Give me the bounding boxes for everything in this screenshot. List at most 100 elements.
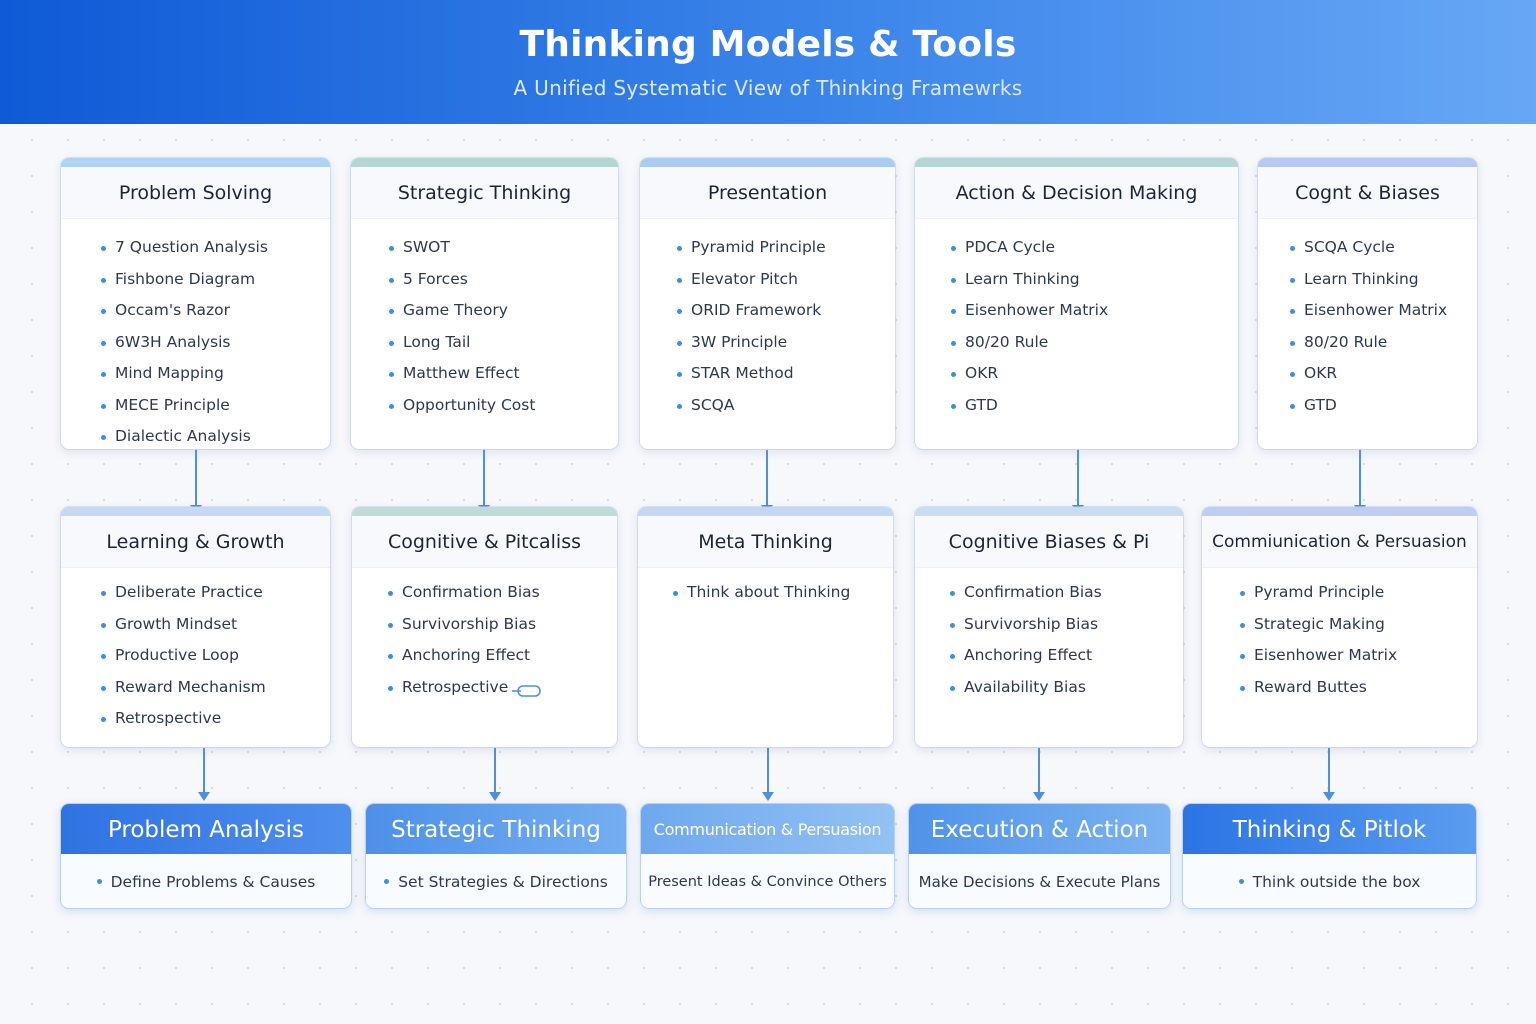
card-cognitive-pitfalls: Cognitive & Pitcaliss Confirmation Bias … [352, 507, 617, 747]
list-item-label: Retrospective [402, 677, 509, 696]
outcome-title: Communication & Persuasion [641, 804, 894, 854]
card-cognition-biases: Cognt & Biases SCQA Cycle Learn Thinking… [1258, 158, 1477, 449]
card-accent-bar [640, 158, 895, 167]
card-title: Commiunication & Persuasion [1202, 516, 1477, 568]
card-title: Cognt & Biases [1258, 167, 1477, 219]
list-item: Anchoring Effect [388, 640, 542, 672]
list-item: OKR [951, 358, 1108, 390]
list-item: GTD [951, 390, 1108, 422]
card-accent-bar [61, 507, 330, 516]
connector-arrow [489, 748, 501, 801]
list-item: Deliberate Practice [101, 577, 266, 609]
card-title: Strategic Thinking [351, 167, 618, 219]
list-item: 6W3H Analysis [101, 327, 268, 359]
outcome-description: Make Decisions & Execute Plans [909, 854, 1170, 908]
list-item: 7 Question Analysis [101, 232, 268, 264]
list-item: Pyramd Principle [1240, 577, 1397, 609]
list-item: Learn Thinking [1290, 264, 1447, 296]
outcome-title: Thinking & Pitlok [1183, 804, 1476, 854]
outcome-problem-analysis: Problem Analysis Define Problems & Cause… [60, 803, 352, 909]
connector-arrow [478, 450, 490, 514]
list-item: Eisenhower Matrix [951, 295, 1108, 327]
list-item: STAR Method [677, 358, 826, 390]
card-title: Presentation [640, 167, 895, 219]
item-list: SWOT 5 Forces Game Theory Long Tail Matt… [389, 232, 535, 421]
card-title: Action & Decision Making [915, 167, 1238, 219]
list-item: Game Theory [389, 295, 535, 327]
list-item: MECE Principle [101, 390, 268, 422]
list-item: SWOT [389, 232, 535, 264]
list-item: Confirmation Bias [950, 577, 1102, 609]
list-item: 5 Forces [389, 264, 535, 296]
list-item: Eisenhower Matrix [1290, 295, 1447, 327]
connector-arrow [190, 450, 202, 514]
connector-arrow [1323, 748, 1335, 801]
card-title: Learning & Growth [61, 516, 330, 568]
list-item: OKR [1290, 358, 1447, 390]
connector-arrow [761, 450, 773, 514]
item-list: SCQA Cycle Learn Thinking Eisenhower Mat… [1290, 232, 1447, 421]
card-cognitive-biases: Cognitive Biases & Pi Confirmation Bias … [915, 507, 1183, 747]
list-item: Survivorship Bias [950, 609, 1102, 641]
card-accent-bar [638, 507, 893, 516]
card-accent-bar [352, 507, 617, 516]
item-list: Pyramd Principle Strategic Making Eisenh… [1240, 577, 1397, 703]
outcome-description: Define Problems & Causes [61, 854, 351, 908]
outcome-communication-persuasion: Communication & Persuasion Present Ideas… [640, 803, 895, 909]
list-item: Anchoring Effect [950, 640, 1102, 672]
card-title: Cognitive Biases & Pi [915, 516, 1183, 568]
list-item: Reward Mechanism [101, 672, 266, 704]
list-item: Dialectic Analysis [101, 421, 268, 449]
card-problem-solving: Problem Solving 7 Question Analysis Fish… [61, 158, 330, 449]
outcome-description: Present Ideas & Convince Others [641, 854, 894, 908]
item-list: PDCA Cycle Learn Thinking Eisenhower Mat… [951, 232, 1108, 421]
list-item: Confirmation Bias [388, 577, 542, 609]
page-subtitle: A Unified Systematic View of Thinking Fr… [513, 76, 1023, 100]
card-learning-growth: Learning & Growth Deliberate Practice Gr… [61, 507, 330, 747]
connector-arrow [762, 748, 774, 801]
list-item: Elevator Pitch [677, 264, 826, 296]
outcome-title: Execution & Action [909, 804, 1170, 854]
outcome-title: Strategic Thinking [366, 804, 626, 854]
card-accent-bar [915, 158, 1238, 167]
list-item: Survivorship Bias [388, 609, 542, 641]
card-meta-thinking: Meta Thinking Think about Thinking [638, 507, 893, 747]
page-title: Thinking Models & Tools [519, 24, 1017, 65]
card-presentation: Presentation Pyramid Principle Elevator … [640, 158, 895, 449]
card-accent-bar [915, 507, 1183, 516]
item-list: Confirmation Bias Survivorship Bias Anch… [388, 577, 542, 703]
list-item: PDCA Cycle [951, 232, 1108, 264]
list-item: Mind Mapping [101, 358, 268, 390]
list-item: 3W Principle [677, 327, 826, 359]
list-item: ORID Framework [677, 295, 826, 327]
card-action-decision-making: Action & Decision Making PDCA Cycle Lear… [915, 158, 1238, 449]
list-item: 80/20 Rule [951, 327, 1108, 359]
list-item: Growth Mindset [101, 609, 266, 641]
list-item: Matthew Effect [389, 358, 535, 390]
list-item: Retrospective [101, 703, 266, 735]
item-list: Confirmation Bias Survivorship Bias Anch… [950, 577, 1102, 703]
card-title: Meta Thinking [638, 516, 893, 568]
item-list: Think about Thinking [673, 577, 850, 609]
list-item: Availability Bias [950, 672, 1102, 704]
card-accent-bar [61, 158, 330, 167]
list-item: Long Tail [389, 327, 535, 359]
card-title: Cognitive & Pitcaliss [352, 516, 617, 568]
connector-arrow [198, 748, 210, 801]
connector-arrow [1354, 450, 1366, 514]
item-list: 7 Question Analysis Fishbone Diagram Occ… [101, 232, 268, 449]
card-strategic-thinking: Strategic Thinking SWOT 5 Forces Game Th… [351, 158, 618, 449]
list-item: SCQA [677, 390, 826, 422]
card-accent-bar [1258, 158, 1477, 167]
card-title: Problem Solving [61, 167, 330, 219]
list-item: Productive Loop [101, 640, 266, 672]
outcome-strategic-thinking: Strategic Thinking Set Strategies & Dire… [365, 803, 627, 909]
list-item: 80/20 Rule [1290, 327, 1447, 359]
connector-arrow [1033, 748, 1045, 801]
card-accent-bar [1202, 507, 1477, 516]
list-item: Reward Buttes [1240, 672, 1397, 704]
link-icon [512, 678, 542, 697]
outcome-thinking-pitlok: Thinking & Pitlok Think outside the box [1182, 803, 1477, 909]
list-item: Eisenhower Matrix [1240, 640, 1397, 672]
outcome-execution-action: Execution & Action Make Decisions & Exec… [908, 803, 1171, 909]
